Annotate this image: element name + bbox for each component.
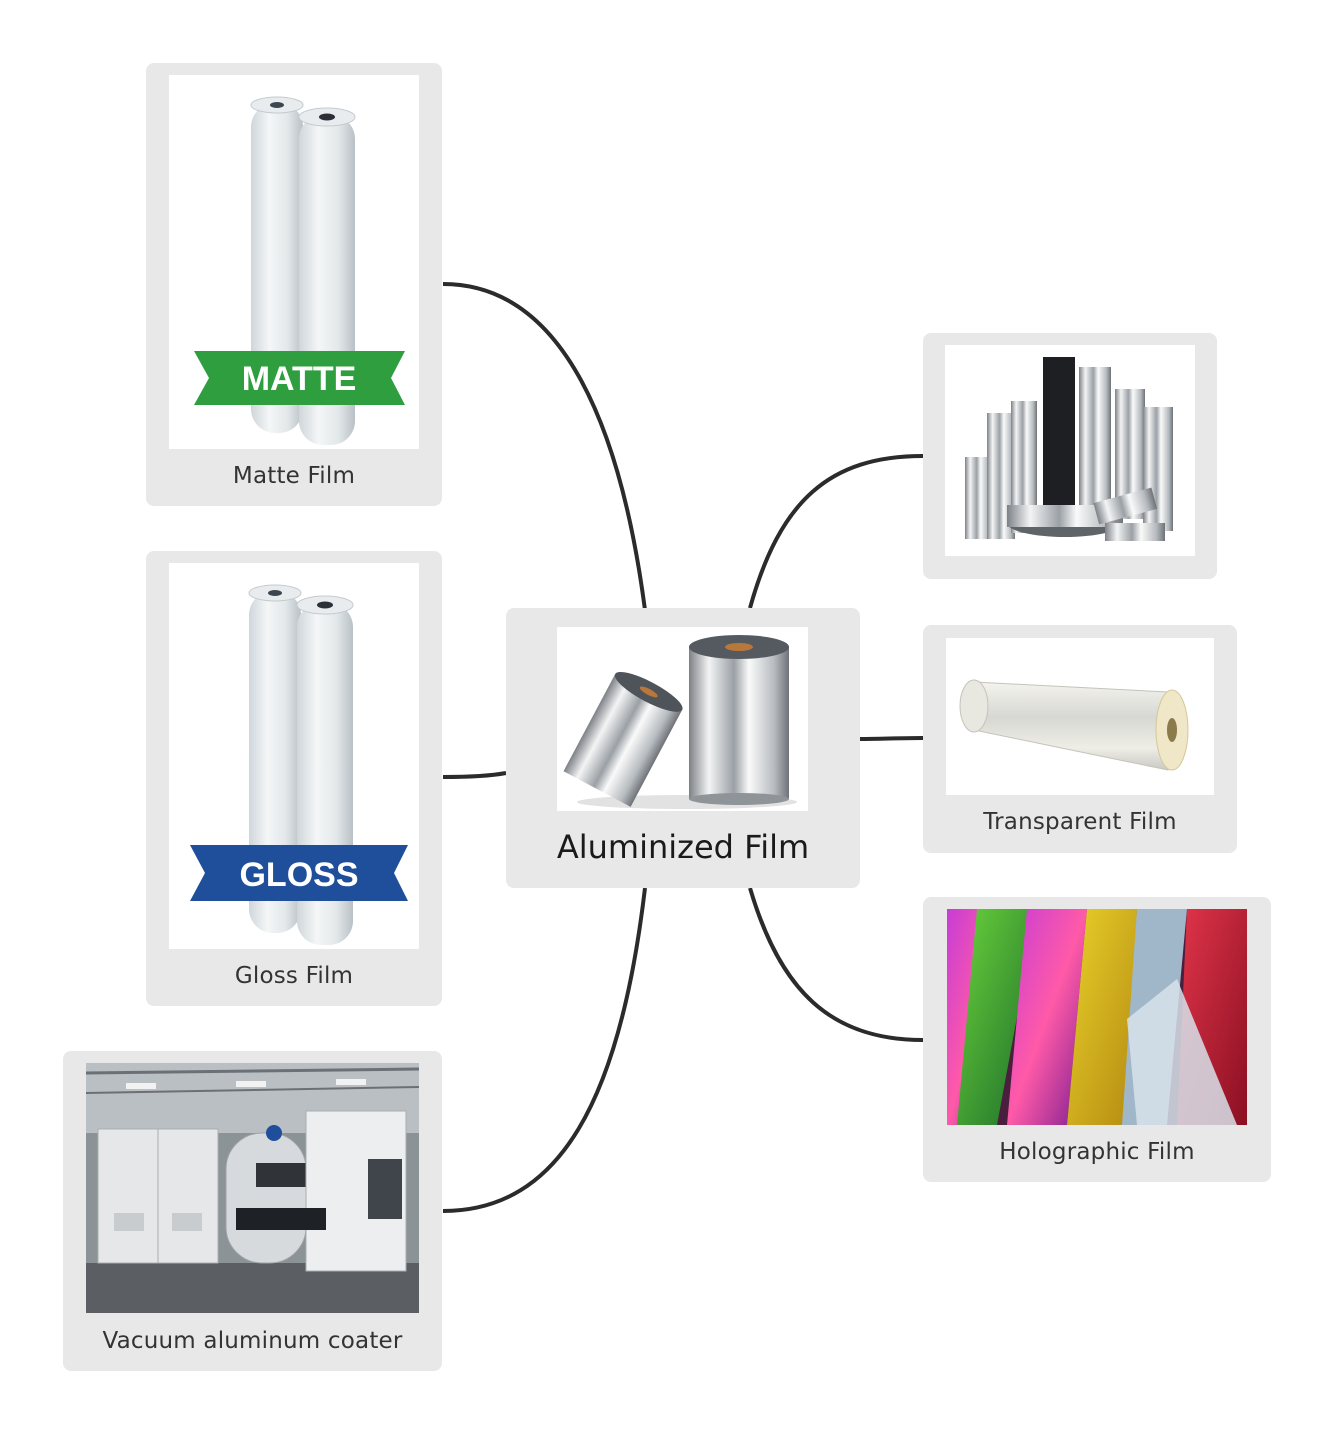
node-label-coater: Vacuum aluminum coater	[102, 1328, 403, 1354]
ribbon-text-gloss: GLOSS	[239, 856, 358, 894]
link-coater	[442, 887, 647, 1213]
metallic-film-rolls-icon	[945, 345, 1195, 556]
node-transparent-film[interactable]: Transparent Film	[923, 625, 1237, 853]
link-metallic	[748, 454, 924, 609]
link-matte	[442, 282, 647, 611]
node-label-matte: Matte Film	[232, 463, 356, 489]
node-matte-film[interactable]: MATTE Matte Film	[146, 63, 442, 506]
node-label-transparent: Transparent Film	[983, 809, 1177, 835]
ribbon-text-matte: MATTE	[242, 360, 357, 398]
gloss-film-rolls-icon: GLOSS	[169, 563, 419, 949]
center-node-label: Aluminized Film	[556, 828, 810, 866]
node-metallic-film[interactable]	[923, 333, 1217, 579]
node-label-gloss: Gloss Film	[234, 963, 354, 989]
link-holographic	[748, 887, 924, 1042]
node-aluminized-film[interactable]: Aluminized Film	[506, 608, 860, 888]
aluminized-film-rolls-icon	[557, 627, 808, 811]
link-transparent	[859, 736, 924, 741]
holographic-film-icon	[947, 909, 1247, 1125]
node-holographic-film[interactable]: Holographic Film	[923, 897, 1271, 1182]
node-label-holographic: Holographic Film	[999, 1139, 1195, 1165]
transparent-film-roll-icon	[946, 638, 1214, 795]
matte-film-rolls-icon: MATTE	[169, 75, 419, 449]
vacuum-coater-machine-icon	[86, 1063, 419, 1313]
link-gloss	[442, 771, 507, 779]
node-gloss-film[interactable]: GLOSS Gloss Film	[146, 551, 442, 1006]
node-vacuum-coater[interactable]: Vacuum aluminum coater	[63, 1051, 442, 1371]
